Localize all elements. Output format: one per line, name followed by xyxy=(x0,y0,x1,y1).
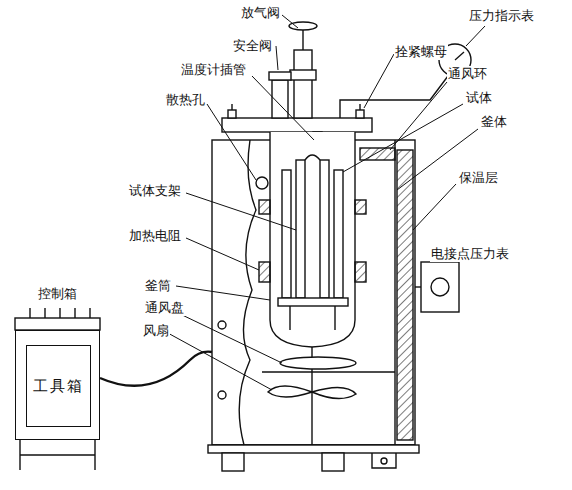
part-label: 釜筒 xyxy=(144,278,172,294)
part-label: 电接点压力表 xyxy=(430,246,510,262)
part-label: 散热孔 xyxy=(165,92,206,108)
part-label: 放气阀 xyxy=(240,5,281,21)
part-label: 通风环 xyxy=(447,66,488,82)
part-label: 压力指示表 xyxy=(468,8,535,24)
part-label: 保温层 xyxy=(458,170,499,186)
part-label: 釜体 xyxy=(480,114,508,130)
part-label: 风扇 xyxy=(142,323,170,339)
part-label: 拴紧螺母 xyxy=(394,44,448,60)
part-label: 通风盘 xyxy=(144,300,185,316)
part-label: 安全阀 xyxy=(232,38,273,54)
tool-box-door: 工具箱 xyxy=(26,345,91,427)
box-heading: 控制箱 xyxy=(38,285,77,303)
part-label: 试体 xyxy=(465,90,493,106)
part-label: 温度计插管 xyxy=(180,62,247,78)
control-box: 控制箱工具箱 xyxy=(15,330,100,440)
box-label: 工具箱 xyxy=(33,377,84,396)
part-label: 试体支架 xyxy=(128,183,182,199)
part-label: 加热电阻 xyxy=(128,228,182,244)
